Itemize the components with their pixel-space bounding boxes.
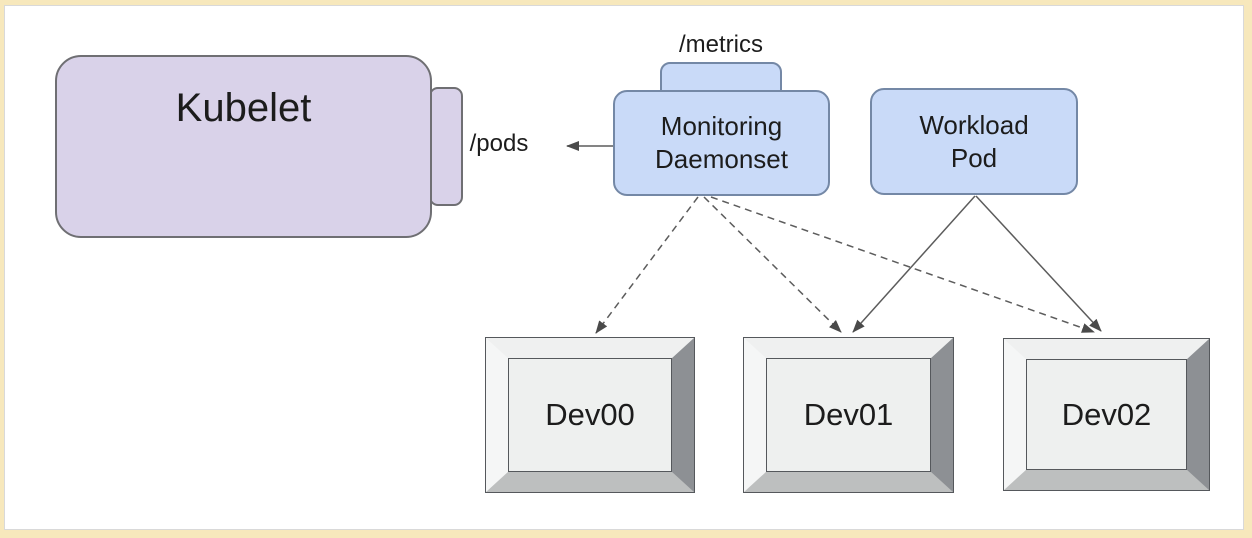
edge-monitoring-daemonset-to-dev02 [710, 196, 1095, 333]
node-workload-pod: Workload Pod [870, 88, 1078, 195]
kubelet-label: Kubelet [175, 86, 312, 130]
node-dev01: Dev01 [743, 337, 954, 493]
dev00-bevel [486, 338, 694, 492]
edge-monitoring-daemonset-to-dev01 [703, 196, 842, 333]
dev01-face: Dev01 [766, 358, 931, 472]
dev02-label: Dev02 [1061, 396, 1152, 432]
pods-endpoint-label: /pods [469, 130, 529, 157]
edge-workload-pod-to-dev02 [975, 195, 1102, 332]
workload-pod-label-line2: Pod [950, 142, 998, 173]
monitoring-daemonset-label-line1: Monitoring [660, 111, 783, 141]
node-dev02: Dev02 [1003, 338, 1210, 491]
node-monitoring-daemonset: Monitoring Daemonset [613, 90, 830, 196]
node-dev00: Dev00 [485, 337, 695, 493]
dev00-face: Dev00 [508, 358, 672, 472]
dev01-label: Dev01 [803, 397, 894, 432]
workload-pod-label-line1: Workload [919, 109, 1029, 140]
edge-workload-pod-to-dev01 [852, 195, 976, 333]
dev02-bevel [1004, 339, 1209, 490]
edge-monitoring-daemonset-to-dev00 [595, 196, 699, 334]
metrics-endpoint-label: /metrics [679, 31, 763, 58]
dev00-label: Dev00 [545, 397, 635, 432]
dev02-face: Dev02 [1026, 359, 1187, 470]
monitoring-daemonset-label-line2: Daemonset [655, 144, 788, 174]
dev01-bevel [744, 338, 953, 492]
node-kubelet: Kubelet [55, 55, 432, 238]
